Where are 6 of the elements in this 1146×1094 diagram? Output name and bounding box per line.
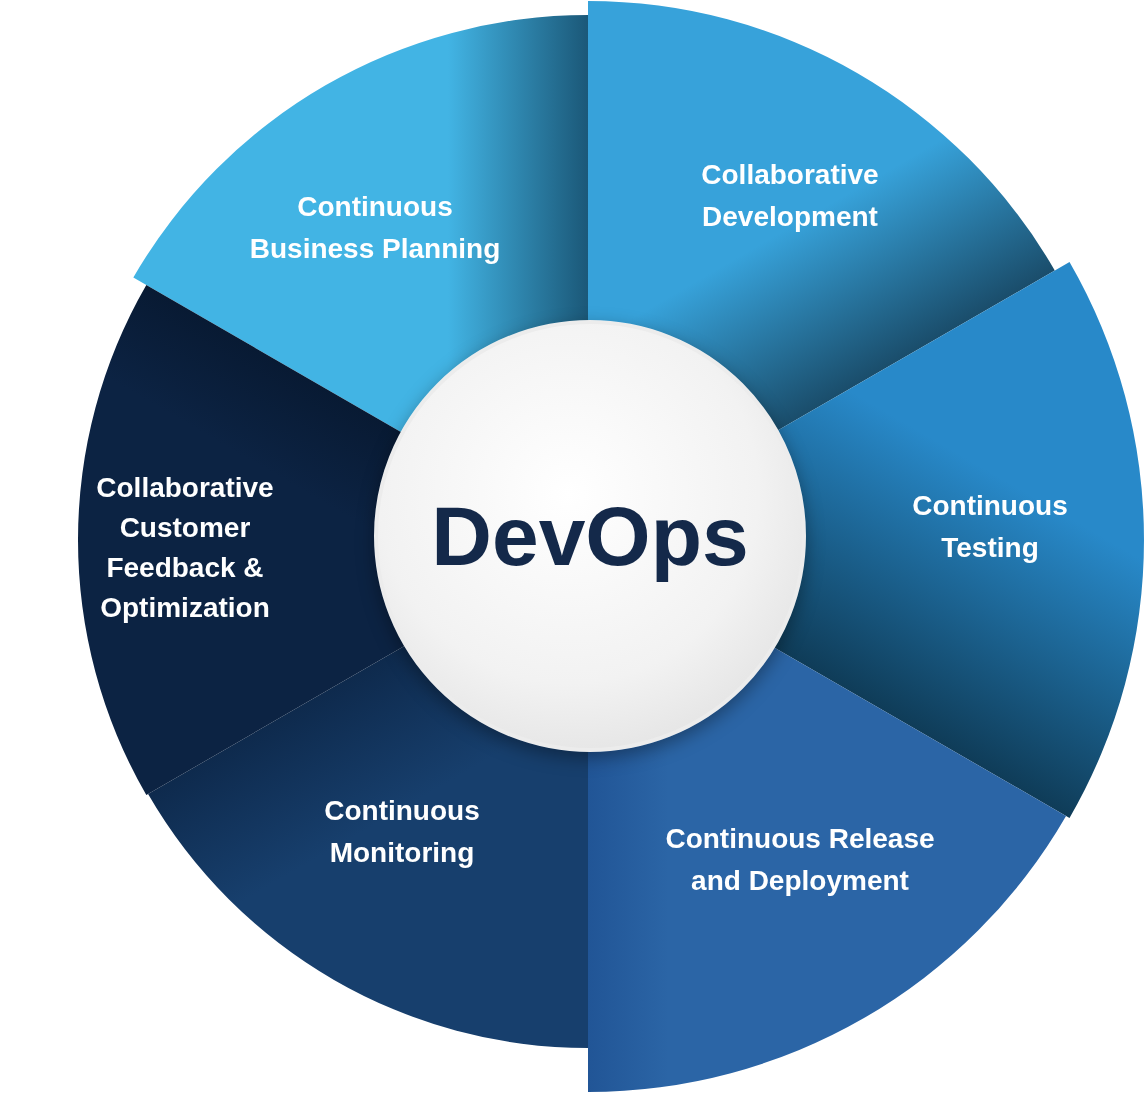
segment-label: Continuous Release and Deployment [664, 822, 936, 898]
segment-label: Collaborative Development [700, 158, 880, 234]
segment-label: Continuous Monitoring [323, 794, 481, 870]
segment-label: Continuous Business Planning [248, 190, 502, 266]
segment-label: Collaborative Customer Feedback & Optimization [95, 471, 275, 625]
segment-label: Continuous Testing [911, 489, 1069, 565]
